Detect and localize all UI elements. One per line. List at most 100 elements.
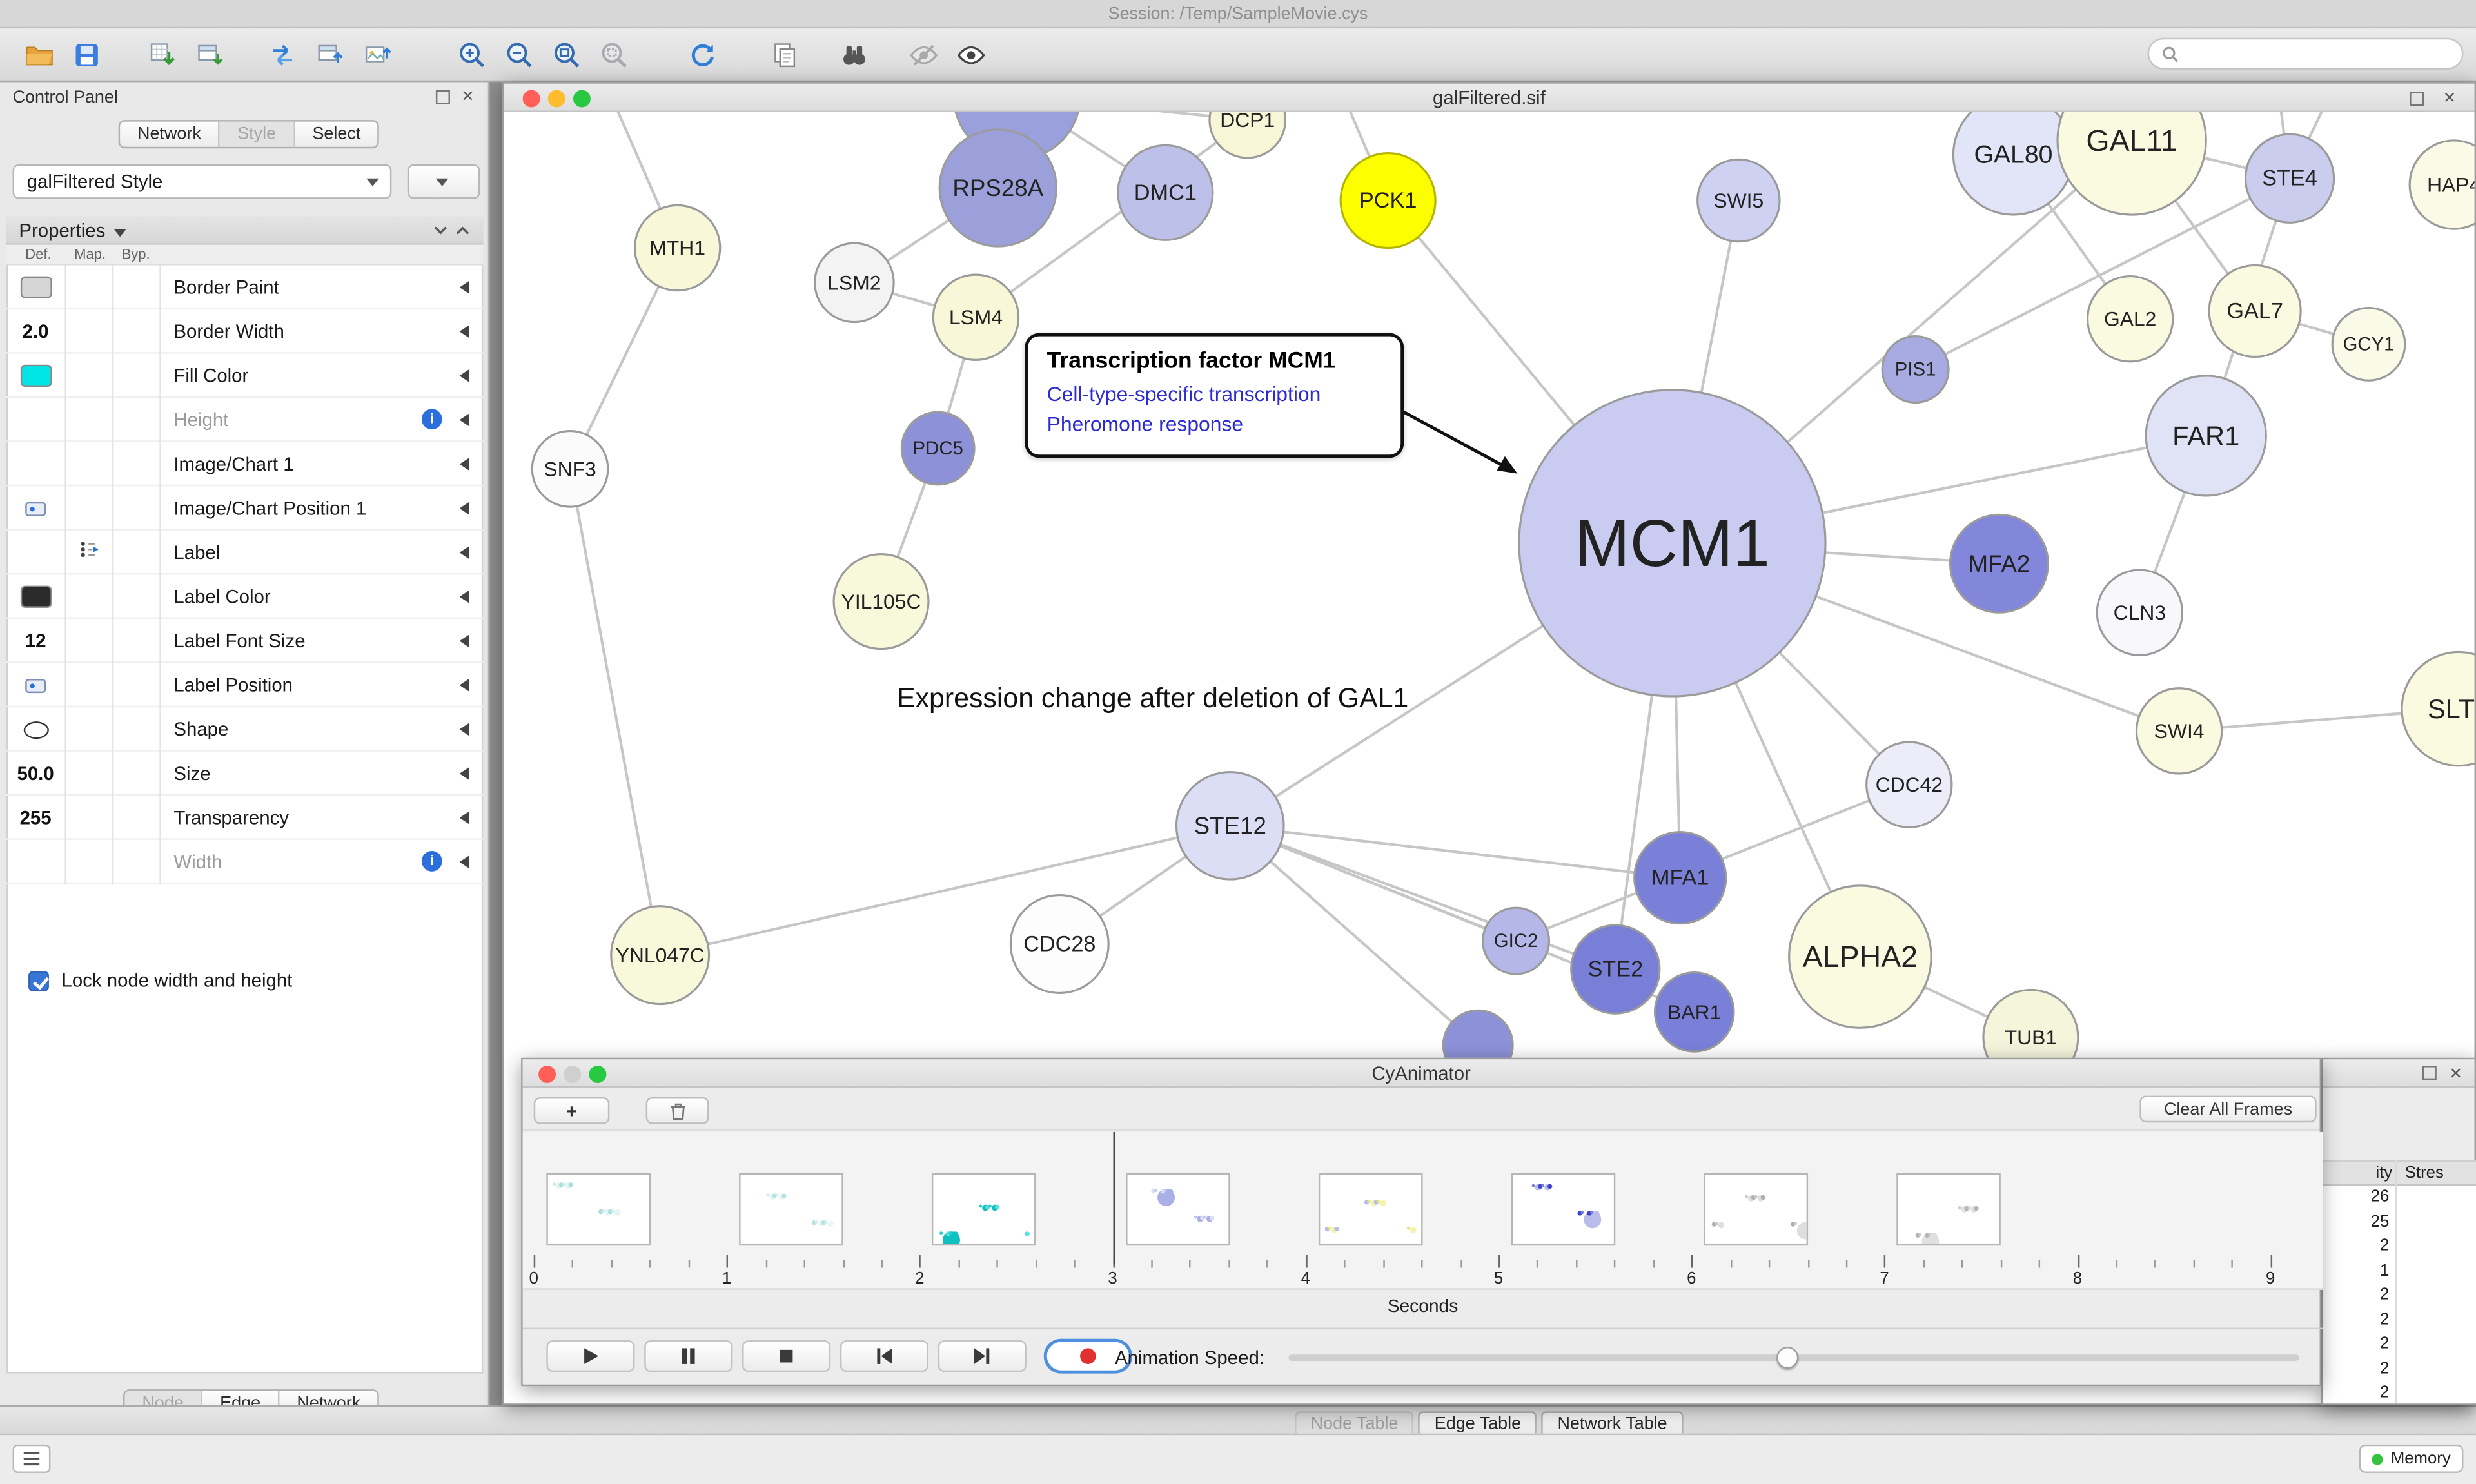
info-icon[interactable]: i bbox=[421, 409, 442, 430]
cyanimator-titlebar[interactable]: CyAnimator bbox=[522, 1059, 2320, 1088]
edge-SNF3-YNL047C[interactable] bbox=[569, 468, 662, 956]
node-swi5[interactable]: SWI5 bbox=[1696, 158, 1781, 243]
export-image-icon[interactable] bbox=[360, 37, 395, 72]
float-window-icon[interactable] bbox=[2422, 1066, 2437, 1080]
node-gal11[interactable]: GAL11 bbox=[2056, 112, 2207, 216]
frame-thumbnail[interactable] bbox=[739, 1173, 844, 1246]
prop-row-border-paint[interactable]: Border Paint bbox=[6, 265, 484, 310]
frame-thumbnail[interactable] bbox=[546, 1173, 651, 1246]
tab-network[interactable]: Network bbox=[120, 121, 221, 147]
zoom-selected-icon[interactable] bbox=[597, 37, 632, 72]
node-lsm2[interactable]: LSM2 bbox=[814, 242, 895, 324]
node-ynl047c[interactable]: YNL047C bbox=[610, 905, 711, 1006]
expand-arrow-icon[interactable] bbox=[459, 413, 469, 427]
close-icon[interactable]: × bbox=[2443, 85, 2456, 109]
node-lsm4[interactable]: LSM4 bbox=[932, 273, 1020, 361]
node-slt2[interactable]: SLT2 bbox=[2401, 650, 2475, 767]
expand-arrow-icon[interactable] bbox=[459, 767, 469, 780]
node-gal80[interactable]: GAL80 bbox=[1952, 112, 2075, 216]
open-session-icon[interactable] bbox=[22, 37, 57, 72]
node-swi4[interactable]: SWI4 bbox=[2135, 687, 2223, 775]
node-hap4[interactable]: HAP4 bbox=[2408, 139, 2475, 230]
column-header[interactable]: Stres bbox=[2404, 1163, 2444, 1183]
tab-network-table[interactable]: Network Table bbox=[1541, 1411, 1684, 1437]
edge-STE12-MFA1[interactable] bbox=[1230, 824, 1680, 879]
find-binoculars-icon[interactable] bbox=[837, 37, 872, 72]
close-traffic-light[interactable] bbox=[538, 1066, 556, 1084]
collapse-all-icon[interactable] bbox=[433, 222, 448, 238]
expand-arrow-icon[interactable] bbox=[459, 546, 469, 559]
float-window-icon[interactable] bbox=[2410, 92, 2424, 106]
node-yil105c[interactable]: YIL105C bbox=[832, 553, 930, 650]
expand-arrow-icon[interactable] bbox=[459, 502, 469, 515]
expand-arrow-icon[interactable] bbox=[459, 369, 469, 382]
minimize-traffic-light[interactable] bbox=[547, 90, 565, 108]
style-dropdown[interactable]: galFiltered Style bbox=[12, 164, 392, 199]
annotation-link[interactable]: Pheromone response bbox=[1046, 411, 1244, 436]
frame-thumbnail[interactable] bbox=[1318, 1173, 1423, 1246]
node-cdc42[interactable]: CDC42 bbox=[1865, 741, 1953, 828]
stop-button[interactable] bbox=[742, 1340, 831, 1372]
memory-button[interactable]: Memory bbox=[2359, 1444, 2464, 1473]
zoom-in-icon[interactable] bbox=[455, 37, 489, 72]
properties-header[interactable]: Properties bbox=[6, 216, 484, 245]
clear-all-frames-button[interactable]: Clear All Frames bbox=[2139, 1095, 2317, 1123]
node-gal7[interactable]: GAL7 bbox=[2208, 264, 2302, 358]
expand-arrow-icon[interactable] bbox=[459, 855, 469, 868]
node-mfa1[interactable]: MFA1 bbox=[1633, 831, 1727, 925]
canvas-caption-annotation[interactable]: Expression change after deletion of GAL1 bbox=[897, 681, 1409, 714]
node-ste4[interactable]: STE4 bbox=[2244, 133, 2335, 224]
zoom-traffic-light[interactable] bbox=[589, 1066, 607, 1084]
minimize-traffic-light[interactable] bbox=[564, 1066, 582, 1084]
frame-thumbnail[interactable] bbox=[1125, 1173, 1230, 1246]
node-mfa2[interactable]: MFA2 bbox=[1949, 513, 2049, 614]
record-button[interactable] bbox=[1043, 1338, 1132, 1374]
node-ste12[interactable]: STE12 bbox=[1175, 770, 1285, 881]
close-traffic-light[interactable] bbox=[522, 90, 540, 108]
play-button[interactable] bbox=[546, 1340, 635, 1372]
refresh-network-icon[interactable] bbox=[685, 37, 720, 72]
node-far1[interactable]: FAR1 bbox=[2145, 375, 2267, 497]
info-icon[interactable]: i bbox=[421, 851, 442, 872]
prop-row-fill-color[interactable]: Fill Color bbox=[6, 353, 484, 398]
show-all-icon[interactable] bbox=[954, 37, 988, 72]
node-pis1[interactable]: PIS1 bbox=[1881, 335, 1950, 404]
prop-row-image-chart-1[interactable]: Image/Chart 1 bbox=[6, 442, 484, 487]
network-window-titlebar[interactable]: galFiltered.sif × bbox=[504, 83, 2475, 112]
node-cln3[interactable]: CLN3 bbox=[2096, 569, 2184, 656]
frame-thumbnail[interactable] bbox=[1511, 1173, 1616, 1246]
edge-STE4-PIS1[interactable] bbox=[1914, 177, 2290, 371]
search-field[interactable] bbox=[2147, 37, 2464, 70]
tab-select[interactable]: Select bbox=[312, 124, 361, 144]
node-pdc5[interactable]: PDC5 bbox=[900, 411, 976, 486]
frame-thumbnail[interactable] bbox=[932, 1173, 1037, 1246]
node-dmc1[interactable]: DMC1 bbox=[1117, 144, 1214, 241]
expand-arrow-icon[interactable] bbox=[459, 325, 469, 338]
hide-selected-icon[interactable] bbox=[907, 37, 941, 72]
node-snf3[interactable]: SNF3 bbox=[531, 429, 609, 508]
export-network-icon[interactable] bbox=[265, 37, 300, 72]
expand-arrow-icon[interactable] bbox=[459, 634, 469, 648]
delete-frame-button[interactable] bbox=[645, 1097, 709, 1124]
expand-arrow-icon[interactable] bbox=[459, 811, 469, 825]
export-table-icon[interactable] bbox=[313, 37, 348, 72]
node-dcp1[interactable]: DCP1 bbox=[1208, 112, 1287, 159]
node-gic2[interactable]: GIC2 bbox=[1482, 906, 1551, 975]
expand-arrow-icon[interactable] bbox=[459, 280, 469, 294]
node-gcy1[interactable]: GCY1 bbox=[2331, 306, 2406, 382]
float-window-icon[interactable] bbox=[435, 90, 450, 104]
pause-button[interactable] bbox=[644, 1340, 733, 1372]
zoom-traffic-light[interactable] bbox=[573, 90, 591, 108]
style-options-button[interactable] bbox=[407, 164, 480, 199]
prop-row-label-position[interactable]: Label Position bbox=[6, 663, 484, 708]
edge-STE12-STE2[interactable] bbox=[1230, 824, 1616, 971]
edge-YNL047C-STE12[interactable] bbox=[660, 824, 1231, 957]
expand-arrow-icon[interactable] bbox=[459, 679, 469, 692]
panel-menu-button[interactable] bbox=[12, 1444, 51, 1473]
add-frame-button[interactable]: + bbox=[533, 1097, 610, 1124]
